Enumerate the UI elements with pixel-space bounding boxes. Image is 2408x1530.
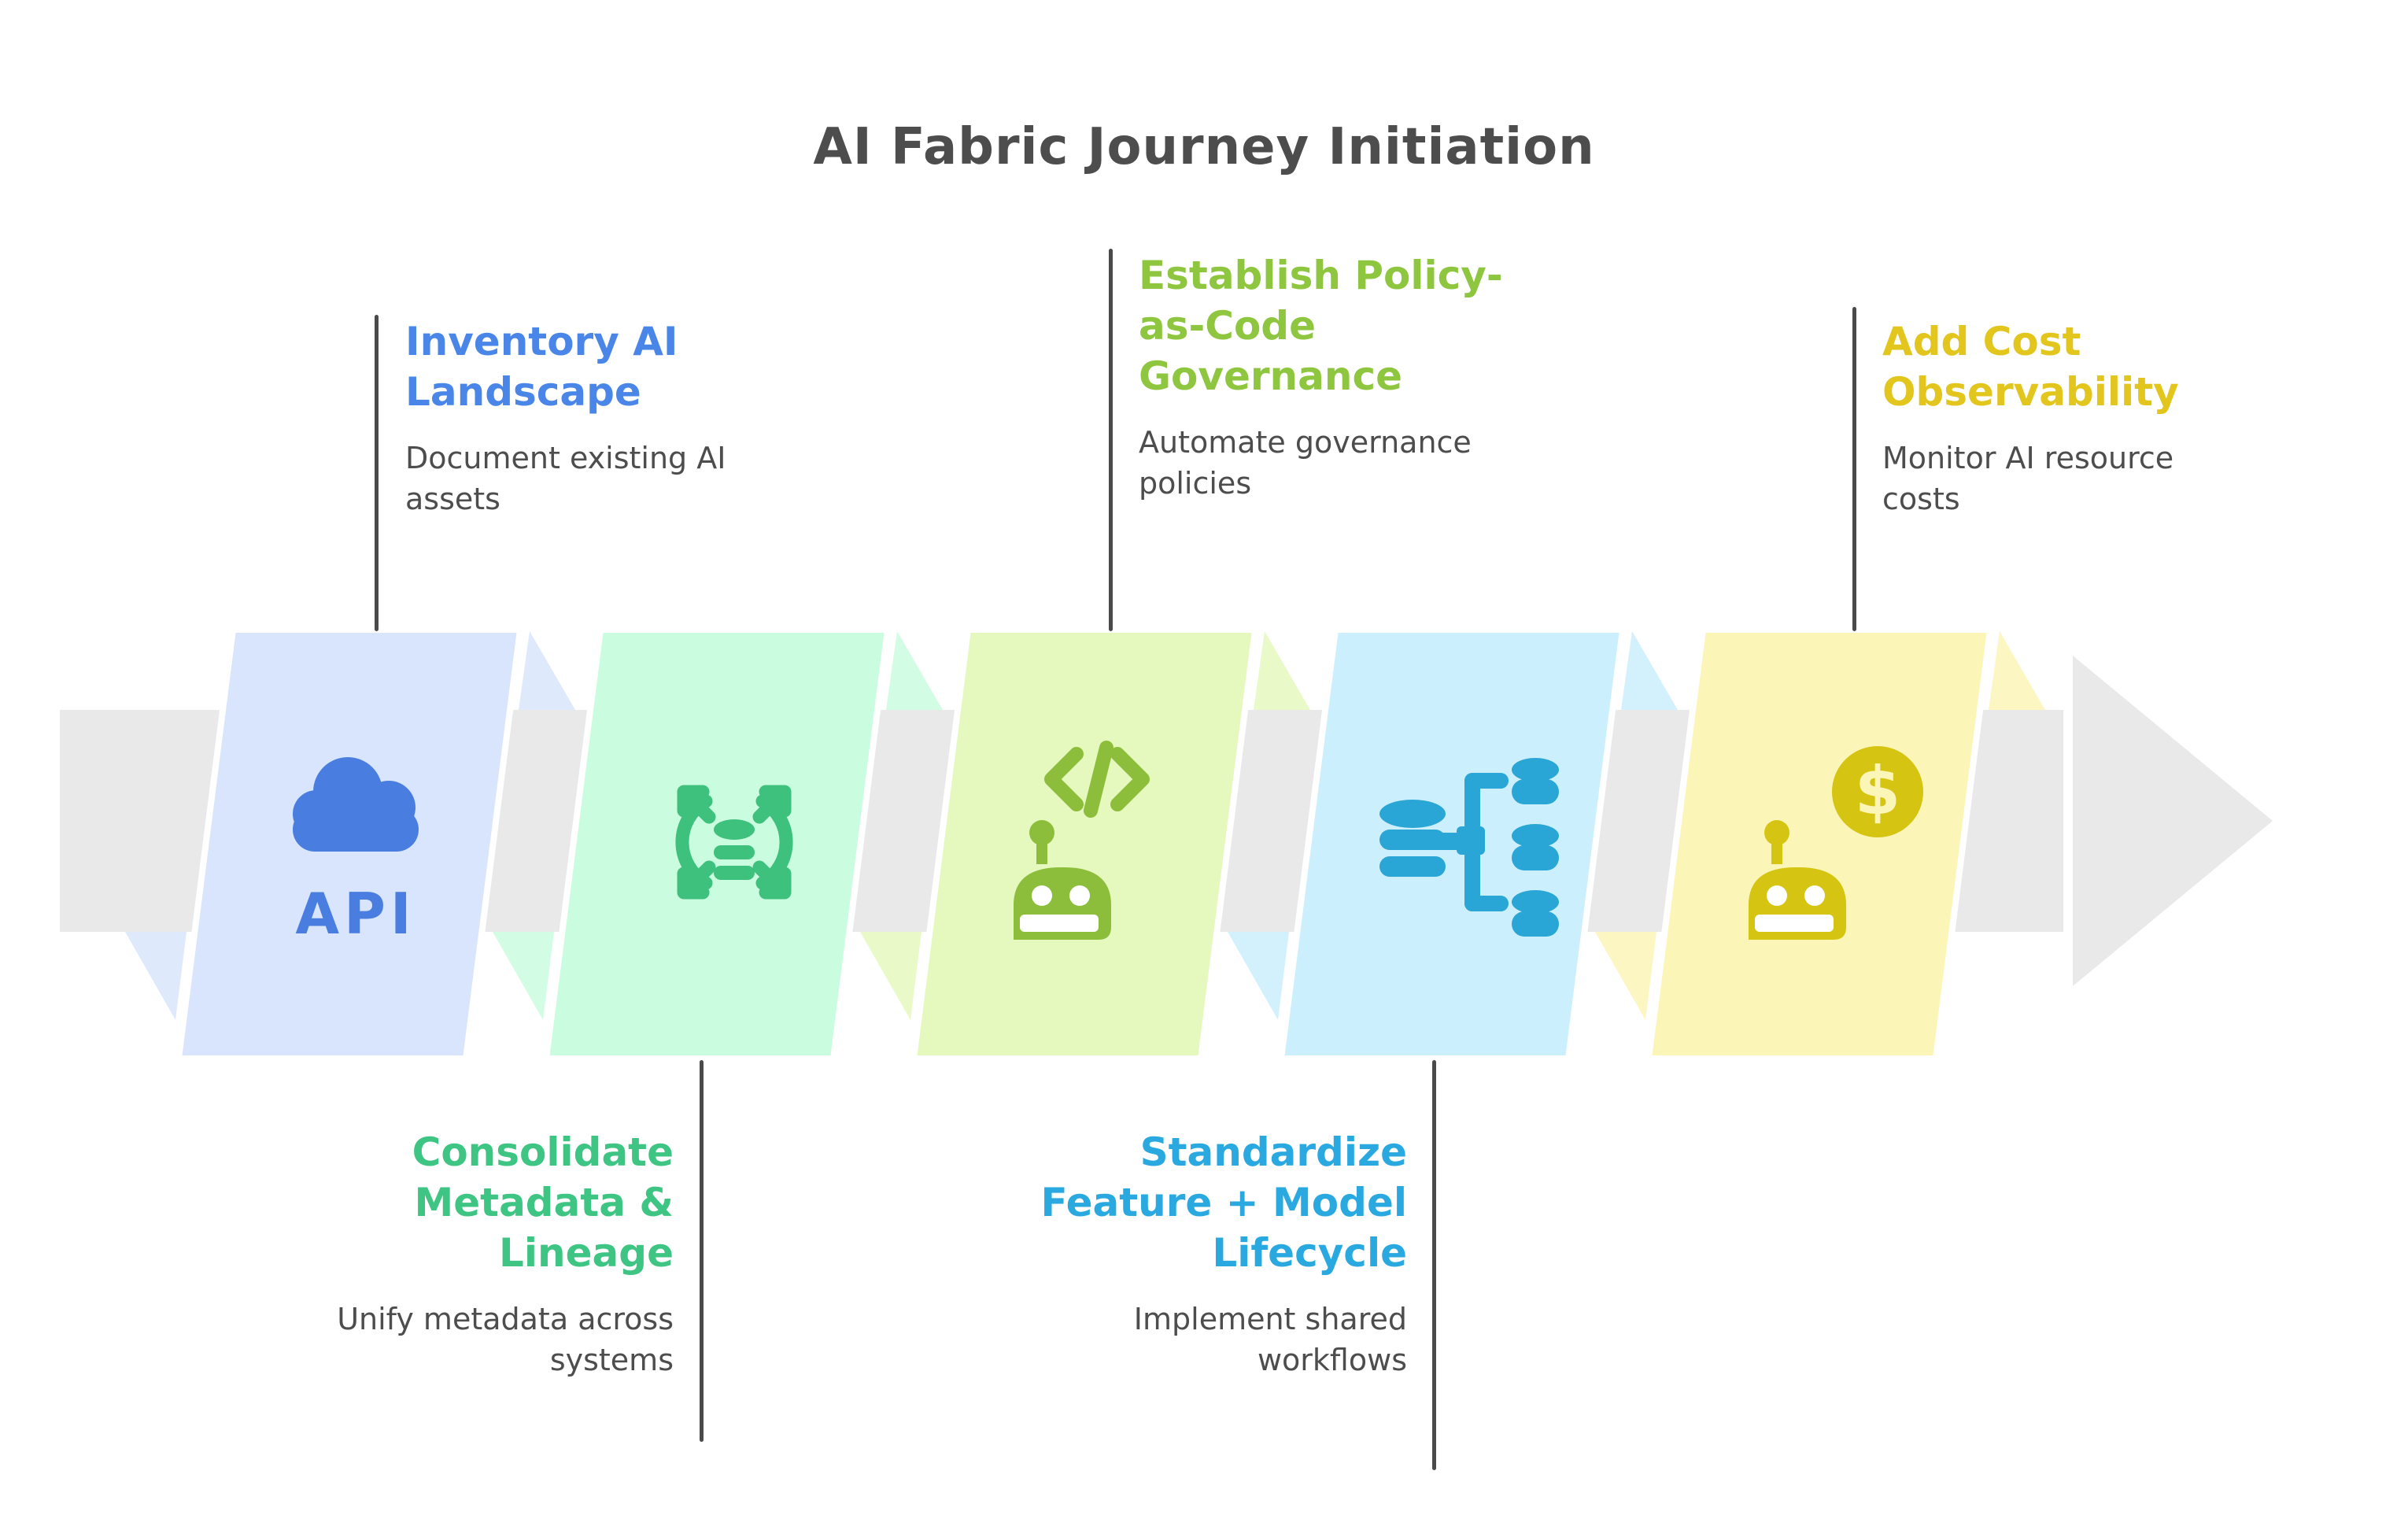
- robot-dollar-icon: $: [1749, 746, 1923, 940]
- robot-head-icon: [1014, 820, 1111, 940]
- stage-description: Unify metadata across systems: [337, 1302, 674, 1378]
- stage-description: Automate governance policies: [1139, 425, 1472, 501]
- database-icon: [714, 819, 755, 880]
- panel-echo-bottom-1: [125, 932, 187, 1020]
- expand-arrows: [675, 785, 793, 900]
- panel-echo-top-3: [1254, 631, 1310, 710]
- panel-echo-folds: [125, 631, 2045, 1020]
- stage-label-inventory-ai-landscape: Inventory AI Landscape Document existing…: [405, 316, 775, 520]
- connector-line-1: [375, 315, 379, 631]
- robot-head-icon: [1749, 820, 1846, 940]
- code-icon: [1044, 741, 1150, 818]
- page-title: AI Fabric Journey Initiation: [813, 118, 1595, 176]
- panel-echo-top-1: [519, 631, 575, 710]
- panel-echo-top-2: [886, 631, 943, 710]
- cloud-api-icon: API: [293, 757, 419, 947]
- stage-heading: Establish Policy- as-Code Governance: [1139, 253, 1503, 399]
- stage-panel-5: [1645, 626, 1994, 1062]
- connector-line-2: [700, 1060, 704, 1442]
- api-label: API: [295, 881, 415, 947]
- stage-panel-2: [542, 626, 892, 1062]
- stage-panels: [175, 626, 1994, 1062]
- data-branch-icon: [1379, 758, 1559, 937]
- cloud-icon: [293, 757, 419, 852]
- stage-label-consolidate-metadata-lineage: Consolidate Metadata & Lineage Unify met…: [201, 1127, 674, 1381]
- stage-heading: Consolidate Metadata & Lineage: [412, 1129, 674, 1276]
- dollar-sign: $: [1855, 752, 1900, 830]
- connector-line-3: [1109, 249, 1113, 631]
- panel-echo-top-5: [1989, 631, 2045, 710]
- stage-heading: Inventory AI Landscape: [405, 319, 678, 415]
- stage-heading: Add Cost Observability: [1882, 319, 2179, 415]
- branch-connector: [1428, 773, 1509, 911]
- connector-line-5: [1852, 307, 1856, 631]
- stage-panel-3: [910, 626, 1259, 1062]
- panel-echo-bottom-4: [1228, 932, 1289, 1020]
- robot-code-icon: [1014, 741, 1150, 940]
- panel-echo-bottom-3: [860, 932, 921, 1020]
- dollar-coin-icon: $: [1832, 746, 1923, 837]
- connector-line-4: [1432, 1060, 1436, 1470]
- panel-echo-top-4: [1621, 631, 1678, 710]
- stage-label-establish-policy-as-code-governance: Establish Policy- as-Code Governance Aut…: [1139, 250, 1595, 504]
- stage-label-standardize-feature-model-lifecycle: Standardize Feature + Model Lifecycle Im…: [935, 1127, 1407, 1381]
- panel-echo-bottom-2: [493, 932, 554, 1020]
- process-arrow-head: [2073, 656, 2273, 986]
- version-databases: [1512, 758, 1559, 937]
- stage-heading: Standardize Feature + Model Lifecycle: [1040, 1129, 1407, 1276]
- stage-label-add-cost-observability: Add Cost Observability Monitor AI resour…: [1882, 316, 2276, 520]
- stage-description: Document existing AI assets: [405, 441, 726, 517]
- stage-description: Monitor AI resource costs: [1882, 441, 2174, 517]
- expand-data-icon: [675, 785, 793, 900]
- stage-description: Implement shared workflows: [1133, 1302, 1407, 1378]
- panel-echo-bottom-5: [1595, 932, 1656, 1020]
